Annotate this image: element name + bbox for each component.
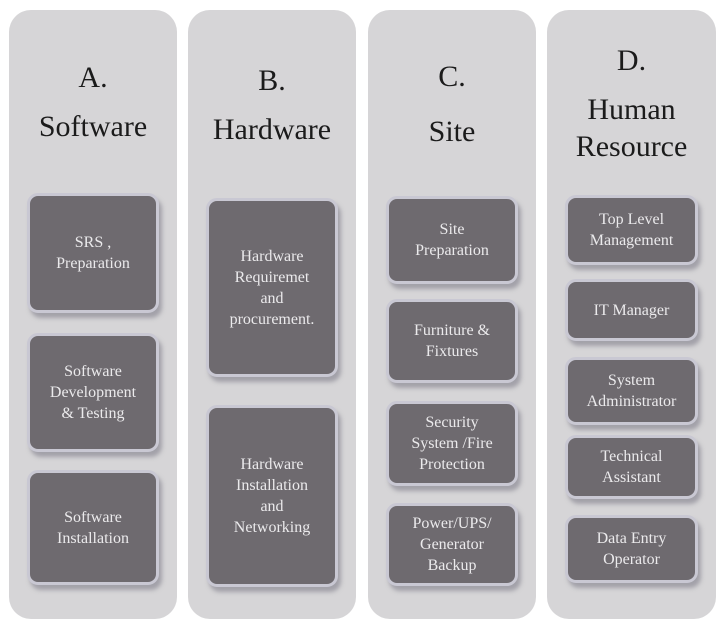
column-d-name: Human Resource	[575, 92, 688, 163]
node-security-fire-protection: Security System /Fire Protection	[386, 401, 518, 486]
column-d-header: D. Human Resource	[547, 10, 716, 195]
column-b-hardware: B. Hardware Hardware Requiremet and proc…	[188, 10, 356, 619]
node-it-manager: IT Manager	[565, 279, 698, 341]
node-system-administrator: System Administrator	[565, 357, 698, 425]
node-software-installation: Software Installation	[27, 470, 159, 585]
node-software-development-testing: Software Development & Testing	[27, 333, 159, 452]
node-hardware-installation-networking: Hardware Installation and Networking	[206, 405, 338, 587]
column-a-header: A. Software	[9, 10, 177, 193]
node-srs-preparation: SRS , Preparation	[27, 193, 159, 313]
node-site-preparation: Site Preparation	[386, 196, 518, 284]
column-a-letter: A.	[78, 61, 108, 94]
column-b-letter: B.	[258, 63, 286, 97]
column-b-header: B. Hardware	[188, 10, 356, 198]
column-c-name: Site	[428, 114, 476, 148]
node-power-ups-generator-backup: Power/UPS/ Generator Backup	[386, 503, 518, 586]
column-d-letter: D.	[616, 43, 647, 77]
node-technical-assistant: Technical Assistant	[565, 435, 698, 499]
column-b-name: Hardware	[212, 112, 332, 146]
column-c-header: C. Site	[368, 10, 536, 196]
node-data-entry-operator: Data Entry Operator	[565, 515, 698, 583]
node-hardware-requirement-procurement: Hardware Requiremet and procurement.	[206, 198, 338, 377]
column-c-letter: C.	[438, 59, 466, 93]
column-a-software: A. Software SRS , Preparation Software D…	[9, 10, 177, 619]
column-a-name: Software	[38, 110, 148, 143]
column-c-site: C. Site Site Preparation Furniture & Fix…	[368, 10, 536, 619]
node-furniture-fixtures: Furniture & Fixtures	[386, 299, 518, 383]
column-d-human-resource: D. Human Resource Top Level Management I…	[547, 10, 716, 619]
node-top-level-management: Top Level Management	[565, 195, 698, 265]
